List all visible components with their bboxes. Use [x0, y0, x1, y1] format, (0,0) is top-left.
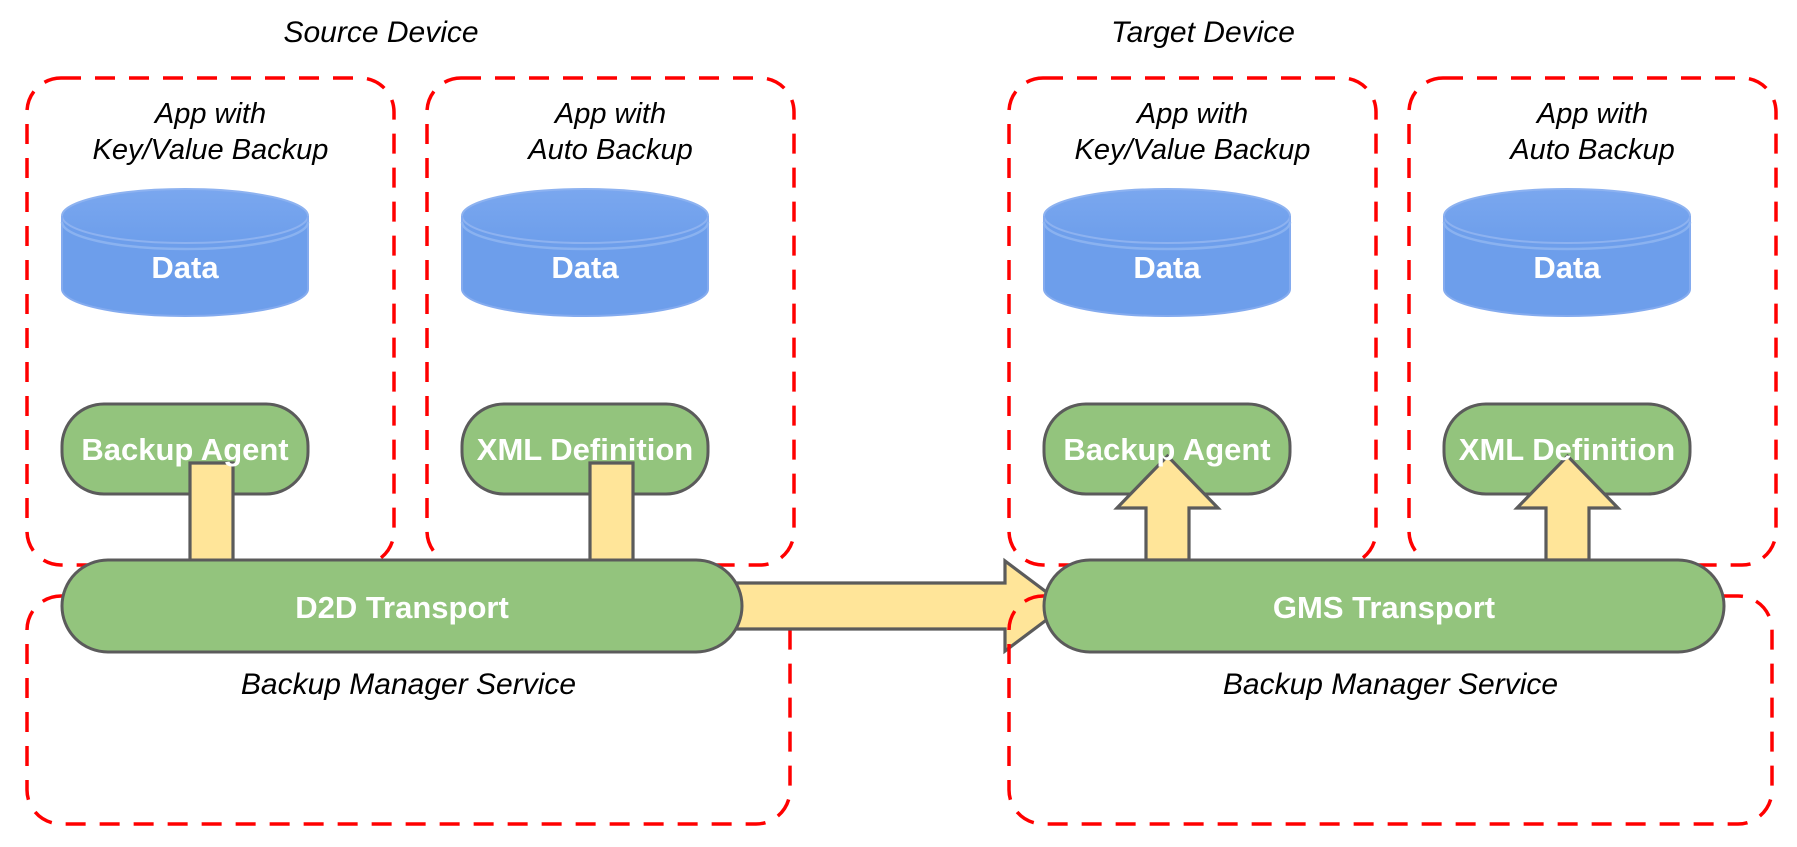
data-cylinder-source-auto — [460, 188, 710, 317]
component-box-source-kv — [60, 402, 310, 496]
app-container-source-kv — [25, 76, 396, 567]
app-container-source-auto — [425, 76, 796, 567]
dashed-boundary — [25, 76, 396, 567]
data-cylinder-target-kv — [1042, 188, 1292, 317]
dashed-boundary — [1407, 76, 1778, 567]
flow-arrow-target-auto-up — [1513, 453, 1622, 562]
dashed-boundary — [1007, 76, 1378, 567]
app-container-target-auto — [1407, 76, 1778, 567]
data-cylinder-source-kv — [60, 188, 310, 317]
service-title-target: Backup Manager Service — [1222, 668, 1559, 701]
transport-pill-source — [60, 558, 744, 654]
transport-pill-target — [1042, 558, 1726, 654]
data-cylinder-target-auto — [1442, 188, 1692, 317]
component-box-source-auto — [460, 402, 710, 496]
app-title-source-kv: App with Key/Value Backup — [92, 98, 329, 166]
app-title-target-auto: App with Auto Backup — [1510, 98, 1675, 166]
device-title-source: Source Device — [283, 16, 479, 49]
app-title-target-kv: App with Key/Value Backup — [1074, 98, 1311, 166]
service-title-source: Backup Manager Service — [240, 668, 577, 701]
dashed-boundary — [425, 76, 796, 567]
flow-arrow-target-kv-up — [1113, 453, 1222, 562]
device-title-target: Target Device — [1111, 16, 1295, 49]
app-container-target-kv — [1007, 76, 1378, 567]
app-title-source-auto: App with Auto Backup — [528, 98, 693, 166]
